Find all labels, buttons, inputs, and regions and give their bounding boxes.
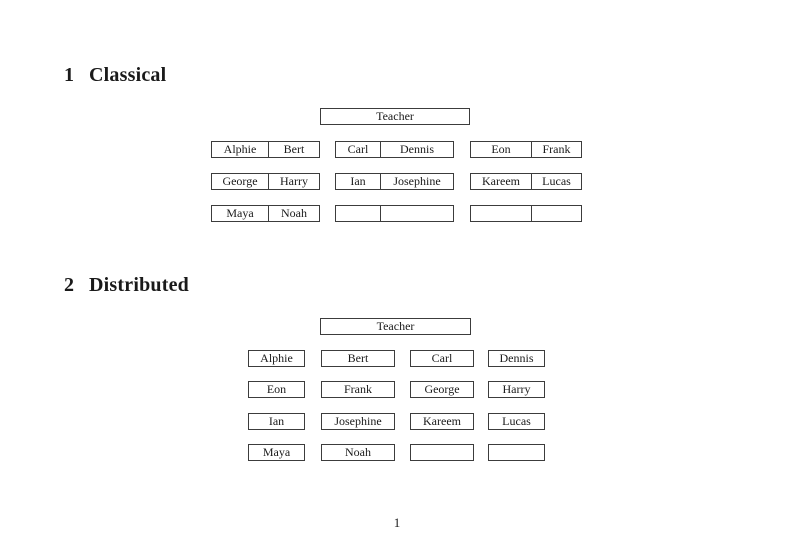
desk bbox=[410, 444, 474, 461]
seat: Noah bbox=[268, 206, 319, 221]
desk: Noah bbox=[321, 444, 395, 461]
seat bbox=[336, 206, 380, 221]
desk: George bbox=[410, 381, 474, 398]
seat: Josephine bbox=[380, 174, 453, 189]
section-heading-distributed: 2 Distributed bbox=[64, 274, 189, 297]
desk: Carl bbox=[410, 350, 474, 367]
desk: Ian Josephine bbox=[335, 173, 454, 190]
seat: George bbox=[222, 174, 258, 188]
seat: Lucas bbox=[531, 174, 581, 189]
seat: Kareem bbox=[482, 174, 520, 188]
seat: Frank bbox=[531, 142, 581, 157]
desk: Frank bbox=[321, 381, 395, 398]
desk bbox=[335, 205, 454, 222]
desk bbox=[488, 444, 545, 461]
desk: Eon bbox=[248, 381, 305, 398]
seat bbox=[380, 206, 453, 221]
seat: Ian bbox=[350, 174, 366, 188]
seat: Alphie bbox=[223, 142, 257, 156]
seat bbox=[531, 206, 581, 221]
desk: Kareem Lucas bbox=[470, 173, 582, 190]
section-number: 2 bbox=[64, 274, 75, 296]
section-heading-classical: 1 Classical bbox=[64, 64, 166, 87]
desk: Ian bbox=[248, 413, 305, 430]
desk: Dennis bbox=[488, 350, 545, 367]
section-title: Distributed bbox=[89, 274, 189, 296]
desk: Lucas bbox=[488, 413, 545, 430]
desk: Eon Frank bbox=[470, 141, 582, 158]
section-title: Classical bbox=[89, 64, 167, 86]
teacher-box: Teacher bbox=[320, 318, 471, 335]
desk: Bert bbox=[321, 350, 395, 367]
desk: Josephine bbox=[321, 413, 395, 430]
desk: Maya Noah bbox=[211, 205, 320, 222]
page-number: 1 bbox=[393, 515, 401, 530]
seat: Dennis bbox=[380, 142, 453, 157]
teacher-box: Teacher bbox=[320, 108, 470, 125]
seat: Maya bbox=[226, 206, 254, 220]
seat: Carl bbox=[347, 142, 369, 156]
desk: Maya bbox=[248, 444, 305, 461]
seat: Harry bbox=[268, 174, 319, 189]
seat bbox=[471, 206, 531, 221]
desk bbox=[470, 205, 582, 222]
desk: Alphie Bert bbox=[211, 141, 320, 158]
seat: Eon bbox=[491, 142, 511, 156]
desk: Harry bbox=[488, 381, 545, 398]
seat: Bert bbox=[268, 142, 319, 157]
desk: Kareem bbox=[410, 413, 474, 430]
desk: Alphie bbox=[248, 350, 305, 367]
desk: Carl Dennis bbox=[335, 141, 454, 158]
section-number: 1 bbox=[64, 64, 75, 86]
desk: George Harry bbox=[211, 173, 320, 190]
